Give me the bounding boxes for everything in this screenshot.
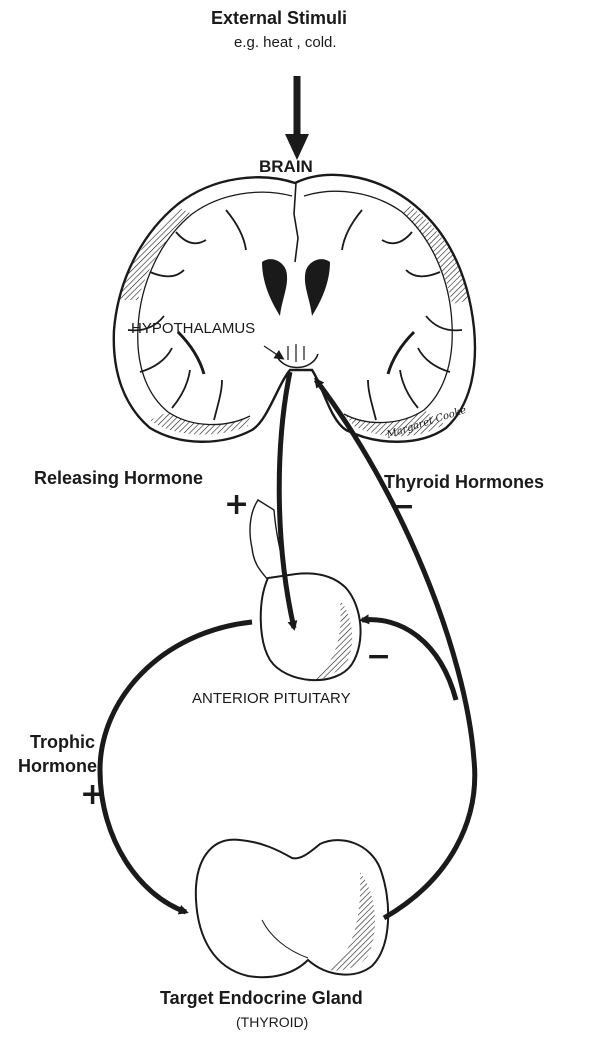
stimuli-title: External Stimuli [211,8,347,29]
thyroid-illustration [196,840,388,978]
releasing-plus-sign: + [224,490,249,520]
hypothalamus-label: HYPOTHALAMUS [131,320,255,337]
anterior-pituitary-label: ANTERIOR PITUITARY [192,690,351,707]
pituitary-minus-sign: − [366,642,391,672]
target-gland-label: Target Endocrine Gland [160,988,363,1009]
releasing-hormone-label: Releasing Hormone [34,468,203,489]
stimuli-subtitle: e.g. heat , cold. [234,34,337,51]
hormone-label: Hormone [18,756,97,777]
stimulus-arrow [285,76,309,160]
pituitary-illustration [250,500,361,682]
thyroid-label: (THYROID) [236,1014,308,1030]
trophic-label: Trophic [30,732,95,753]
trophic-plus-sign: + [80,780,105,810]
brain-label: BRAIN [259,157,313,177]
thyroid-minus-sign: − [390,492,415,522]
brain-illustration [114,175,475,442]
